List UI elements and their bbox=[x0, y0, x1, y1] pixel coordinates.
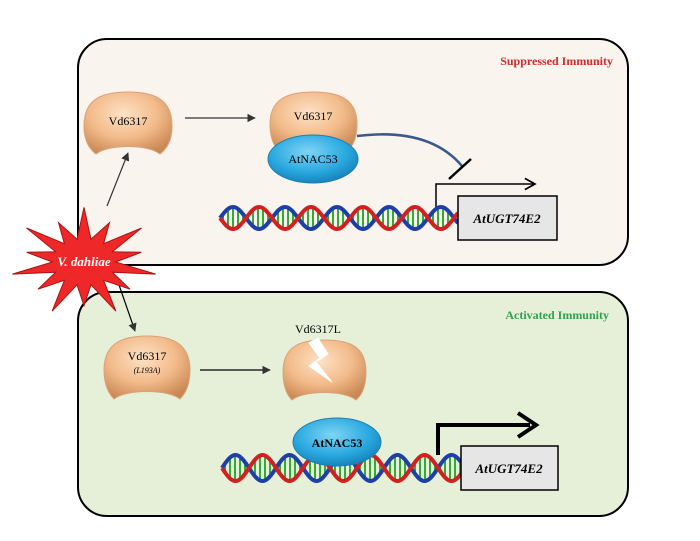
burst-star-icon bbox=[12, 207, 156, 312]
effector-label: Vd6317 bbox=[128, 349, 167, 363]
promoter-arrow-strong bbox=[436, 423, 530, 455]
effector-vd6317-l193a: Vd6317 (L193A) bbox=[103, 335, 191, 400]
mutation-label: (L193A) bbox=[134, 366, 161, 375]
gene-box-bottom: AtUGT74E2 bbox=[460, 445, 559, 491]
gene-label: AtUGT74E2 bbox=[474, 461, 543, 476]
pathogen-label: V. dahliae bbox=[57, 254, 110, 269]
dna-strand bbox=[218, 204, 460, 232]
v-dahliae-pathogen: V. dahliae bbox=[12, 207, 156, 312]
inhibition-curve bbox=[356, 133, 463, 167]
lightning-crack-icon bbox=[308, 337, 333, 383]
effector-label: Vd6317 bbox=[109, 114, 148, 128]
tf-label: AtNAC53 bbox=[288, 152, 337, 166]
activated-immunity-title: Activated Immunity bbox=[505, 308, 609, 322]
promoter-arrow-weak bbox=[435, 177, 537, 208]
effector-vd6317l-broken: Vd6317L bbox=[282, 322, 367, 401]
atnac53-top: AtNAC53 bbox=[267, 134, 359, 184]
suppressed-immunity-title: Suppressed Immunity bbox=[500, 54, 613, 68]
atnac53-bottom: AtNAC53 bbox=[292, 417, 382, 467]
dna-strand bbox=[218, 204, 460, 232]
gene-box-top: AtUGT74E2 bbox=[457, 195, 558, 241]
effector-label: Vd6317 bbox=[294, 109, 333, 123]
dna-strand bbox=[220, 453, 463, 483]
effector-vd6317-free: Vd6317 bbox=[83, 91, 173, 155]
inhibition-bar bbox=[448, 158, 472, 180]
effector-vd6317-bound: Vd6317 bbox=[269, 91, 358, 153]
gene-label: AtUGT74E2 bbox=[472, 211, 541, 226]
promoter-arrowhead-icon bbox=[516, 411, 540, 439]
dna-helix-top bbox=[218, 204, 460, 232]
tf-label: AtNAC53 bbox=[312, 436, 363, 450]
infection-arrow-bottom bbox=[117, 281, 137, 332]
infection-arrow-top bbox=[106, 152, 130, 207]
broken-effector-label: Vd6317L bbox=[295, 322, 341, 336]
